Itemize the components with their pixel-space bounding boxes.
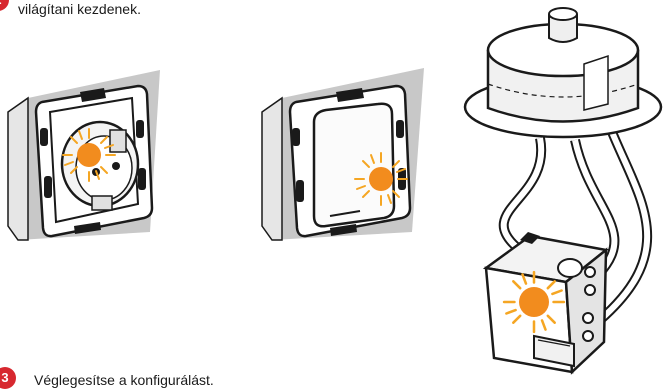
switch-icon: [262, 68, 424, 240]
micromodule-icon: [486, 232, 606, 372]
led-light-icon: [504, 272, 564, 332]
led-light-icon: [355, 153, 407, 205]
led-light-icon: [63, 129, 115, 181]
socket-outlet-icon: [8, 70, 160, 240]
